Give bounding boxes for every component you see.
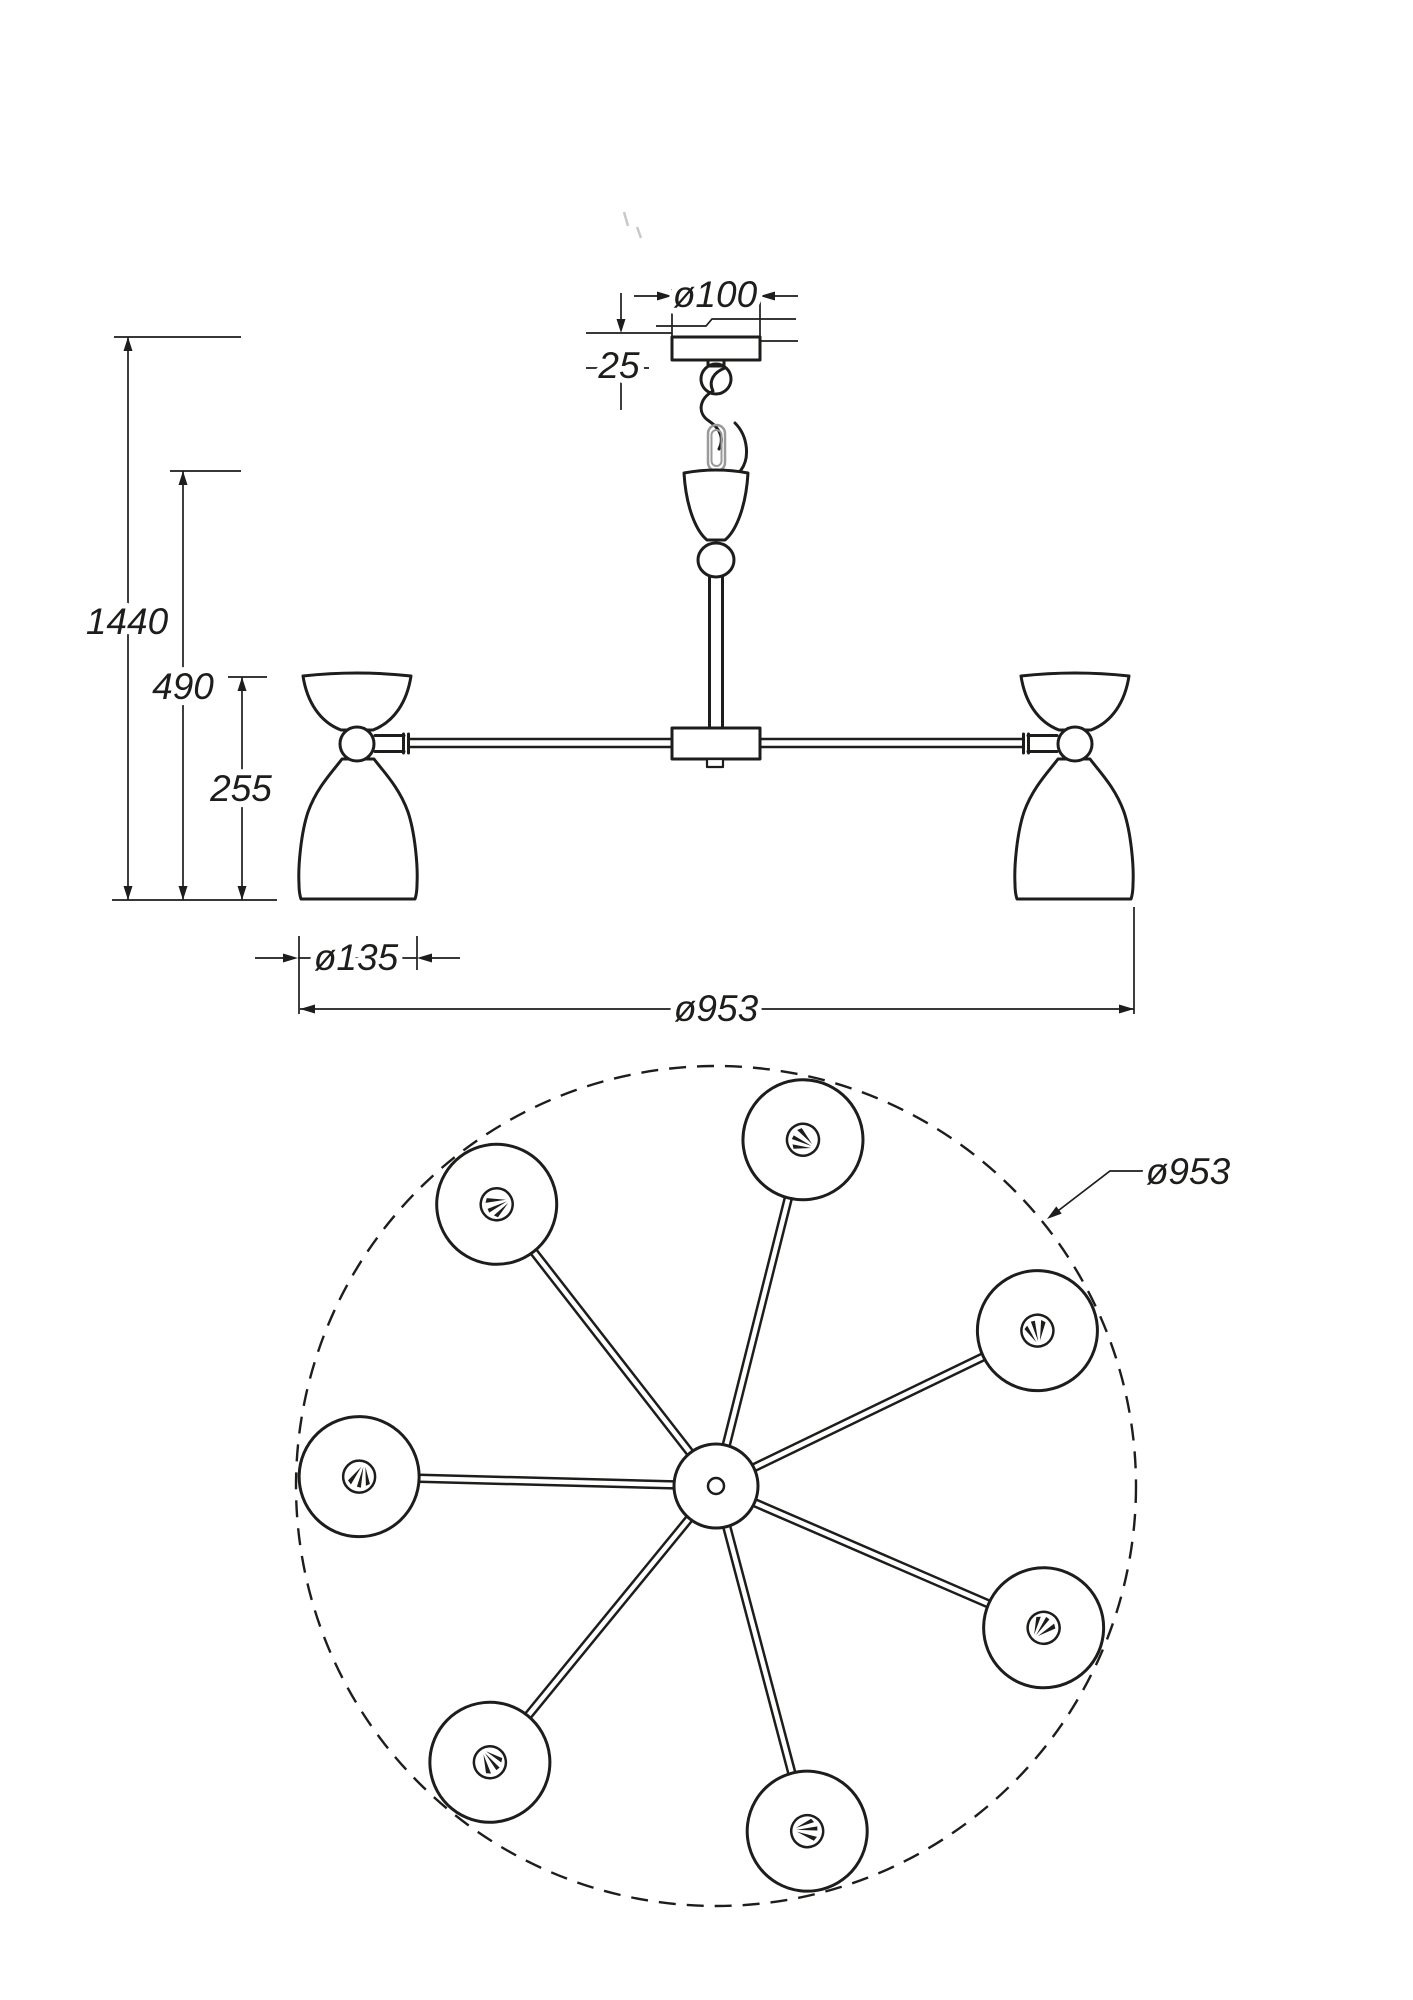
hanging-ring (699, 362, 733, 396)
spoke-bottom (669, 1511, 881, 1904)
dim-overall-diameter-label: ø953 (674, 988, 759, 1029)
dim-lower-extensions (298, 907, 1135, 1014)
top-view: ø953 (294, 1064, 1237, 1908)
chain-link-inner (710, 429, 723, 467)
dim-fixture-height-label: 490 (152, 666, 214, 707)
top-view-hub-hole (706, 1476, 726, 1496)
canopy-cup (682, 468, 750, 542)
ceiling-break-line (656, 318, 796, 327)
side-arms (407, 737, 1025, 749)
spoke-upper-left (412, 1120, 737, 1490)
leader-o953-line (1049, 1170, 1146, 1218)
hub-bottom-tab (705, 757, 725, 769)
dim-25-references (586, 332, 672, 369)
dim-shade-height-label: 255 (209, 768, 272, 809)
dim-canopy-height-label: 25 (597, 345, 640, 386)
stem-rod (708, 575, 724, 730)
dimensions: ø100 25 1440 490 255 (80, 268, 1135, 1035)
ceiling-plate (670, 335, 762, 362)
spoke-lower-left (405, 1480, 735, 1846)
right-lamp (1013, 671, 1135, 901)
dim-canopy-diameter-label: ø100 (673, 274, 758, 315)
dim-overall-height-label: 1440 (86, 601, 169, 642)
overall-diameter-dashed-circle (294, 1064, 1138, 1908)
stem-ball (696, 541, 736, 579)
spoke-upper-right (728, 1250, 1118, 1521)
dim-vertical-ticks (112, 336, 277, 901)
leader-overall-diameter-label: ø953 (1146, 1151, 1231, 1192)
spoke-left (298, 1415, 676, 1545)
side-view: ø100 25 1440 490 255 (80, 211, 1135, 1035)
faint-cord-marks (622, 211, 643, 239)
spoke-lower-right (731, 1448, 1123, 1707)
center-hub-body (670, 726, 762, 761)
spoke-top (668, 1067, 876, 1460)
dim-shade-diameter-label: ø135 (314, 937, 399, 978)
left-lamp (297, 671, 419, 901)
